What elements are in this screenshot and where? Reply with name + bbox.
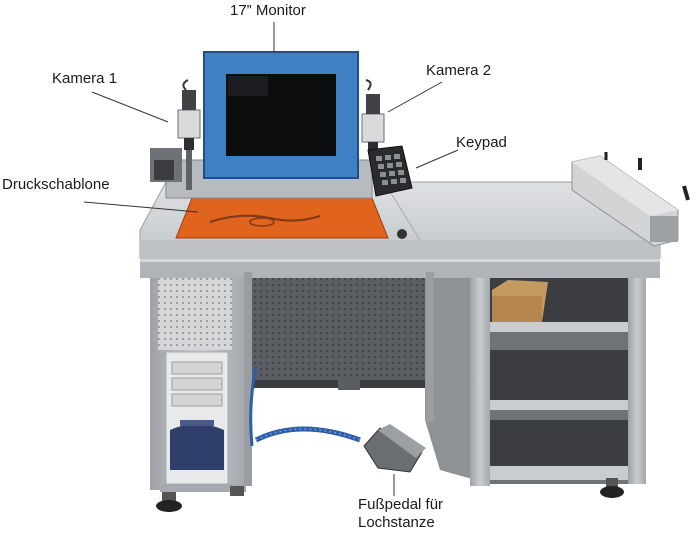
rear-cavity [248,276,430,388]
camera1-label: Kamera 1 [52,70,118,87]
shelf-cabinet [425,272,646,486]
camera-1 [177,79,201,190]
pedal-label-line1: Fußpedal für [358,496,444,513]
camera-2 [361,79,385,154]
camera2-label: Kamera 2 [426,62,492,79]
callout-lines [83,22,459,496]
roller-assembly [571,152,690,247]
camera2-leader [387,81,443,113]
printing-stencil [175,197,389,239]
pc-pedestal [150,272,246,492]
monitor-label: 17” Monitor [230,2,306,19]
camera1-leader [91,91,169,123]
keypad-leader [415,149,459,169]
pedal-label-line2: Lochstanze [358,514,435,531]
monitor [203,51,359,179]
stencil-leader [83,201,199,213]
stencil-label: Druckschablone [2,176,110,193]
desk-frame [140,256,660,512]
foot-pedal [249,365,426,473]
keypad [367,145,413,197]
pedal-label: Fußpedal für Lochstanze [358,496,478,532]
keypad-label: Keypad [456,134,507,151]
